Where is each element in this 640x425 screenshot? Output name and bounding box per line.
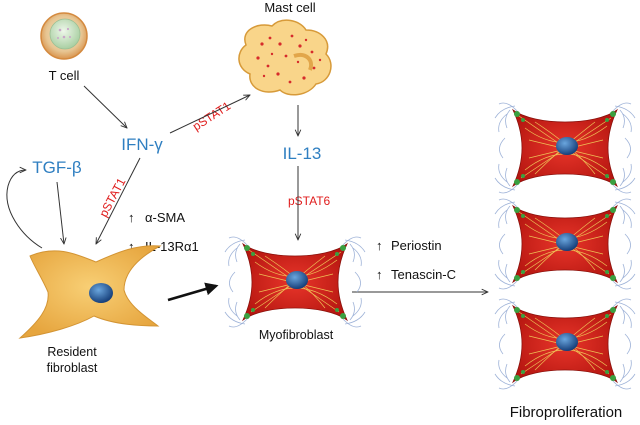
differentiation-arrow — [167, 282, 219, 302]
myofibroblast-label: Myofibroblast — [259, 328, 334, 342]
ifn-gamma-label: IFN-γ — [121, 135, 163, 154]
il13ra1-label: IL-13Rα1 — [145, 239, 199, 254]
fibroproliferation-cell-3 — [494, 298, 636, 390]
resident-fibroblast-line2: fibroblast — [47, 361, 98, 375]
il13-label: IL-13 — [283, 144, 322, 163]
tgf-to-fibroblast-arrow — [56, 181, 64, 244]
tgf-autocrine-loop-arrow — [6, 170, 43, 249]
tgf-beta-label: TGF-β — [32, 158, 82, 177]
tenascin-up-icon: ↑ — [376, 267, 383, 282]
resident-fibroblast — [18, 245, 162, 339]
ifn-to-fibroblast-arrow — [96, 157, 141, 244]
fibroproliferation-cell-2 — [494, 198, 636, 290]
resident-fibroblast-line1: Resident — [47, 345, 97, 359]
ifn-to-mast-arrow — [169, 95, 250, 134]
mast-cell — [238, 19, 332, 96]
alpha-sma-up-icon: ↑ — [128, 210, 135, 225]
periostin-label: Periostin — [391, 238, 442, 253]
pstat6-label: pSTAT6 — [288, 194, 331, 208]
fibroproliferation-label: Fibroproliferation — [510, 404, 623, 421]
il13ra1-up-icon: ↑ — [128, 239, 135, 254]
tenascin-label: Tenascin-C — [391, 267, 456, 282]
tcell-to-ifn-arrow — [83, 85, 127, 128]
pstat1-top-label: pSTAT1 — [190, 99, 233, 134]
periostin-up-icon: ↑ — [376, 238, 383, 253]
alpha-sma-label: α-SMA — [145, 210, 185, 225]
t-cell-label: T cell — [49, 68, 80, 83]
mast-cell-label: Mast cell — [264, 0, 315, 15]
t-cell — [40, 12, 88, 60]
myofibroblast-cell — [224, 236, 366, 328]
fibroproliferation-cell-1 — [494, 102, 636, 194]
